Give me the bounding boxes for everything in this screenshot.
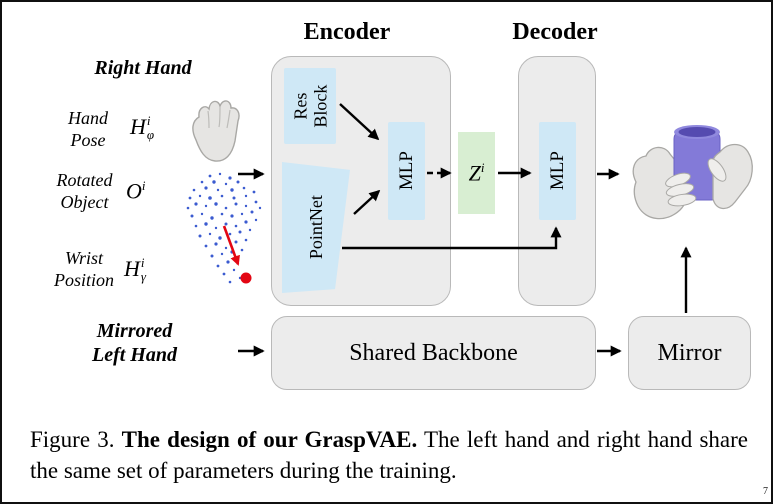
- wrist-position-symbol-base: H: [124, 256, 140, 281]
- right-hand-image: [192, 100, 240, 162]
- right-hand-label: Right Hand: [94, 57, 192, 79]
- rotated-object-symbol: Oi: [126, 178, 146, 204]
- grasp-result-image: [632, 125, 753, 220]
- hand-pose-label: Hand Pose: [68, 108, 108, 150]
- figure-caption: Figure 3. The design of our GraspVAE. Th…: [30, 424, 748, 486]
- res-block-label: Res Block: [289, 84, 330, 128]
- encoder-mlp-block: MLP: [388, 122, 425, 220]
- pointnet-label: PointNet: [305, 195, 326, 260]
- wrist-arrow: [222, 225, 240, 266]
- caption-figure-label: Figure 3.: [30, 427, 115, 452]
- decoder-mlp-block: MLP: [539, 122, 576, 220]
- cup-opening: [678, 127, 716, 137]
- mirrored-left-hand-label: Mirrored Left Hand: [92, 320, 177, 366]
- wrist-position-symbol-sub: γ: [140, 268, 147, 284]
- wrist-position-marker: [240, 272, 252, 284]
- res-block: Res Block: [284, 68, 336, 144]
- caption-bold-title: The design of our GraspVAE.: [121, 427, 418, 452]
- pointcloud-dots: [186, 172, 262, 284]
- hand-pose-symbol-base: H: [130, 114, 146, 139]
- wrist-position-symbol-sup: i: [140, 255, 145, 271]
- latent-z-symbol: Zi: [469, 160, 485, 186]
- rotated-object-symbol-base: O: [126, 178, 142, 204]
- shared-backbone-label: Shared Backbone: [349, 339, 518, 366]
- pointnet-block: PointNet: [282, 162, 350, 293]
- wrist-position-label: Wrist Position: [53, 248, 114, 290]
- page-edge-artifact: 7: [763, 486, 768, 497]
- mirror-label: Mirror: [657, 339, 722, 366]
- decoder-mlp-label: MLP: [546, 151, 568, 191]
- mirror-block: Mirror: [628, 316, 751, 390]
- caption-rest-text: The left hand and right hand share the s…: [30, 427, 748, 483]
- encoder-mlp-label: MLP: [395, 151, 417, 191]
- shared-backbone-block: Shared Backbone: [271, 316, 596, 390]
- hand-pose-symbol-sup: i: [146, 113, 151, 129]
- latent-z-base: Z: [468, 160, 481, 186]
- latent-z-sup: i: [480, 159, 485, 175]
- rotated-object-symbol-sup: i: [141, 178, 146, 193]
- latent-z-block: Zi: [458, 132, 495, 214]
- rotated-object-label: Rotated Object: [56, 170, 113, 212]
- encoder-heading: Encoder: [303, 19, 391, 45]
- object-pointcloud-image: [186, 172, 262, 284]
- hand-pose-symbol-sub: φ: [146, 126, 155, 142]
- encoder-container: Res Block PointNet MLP: [271, 56, 451, 306]
- decoder-heading: Decoder: [512, 19, 598, 45]
- decoder-container: MLP: [518, 56, 596, 306]
